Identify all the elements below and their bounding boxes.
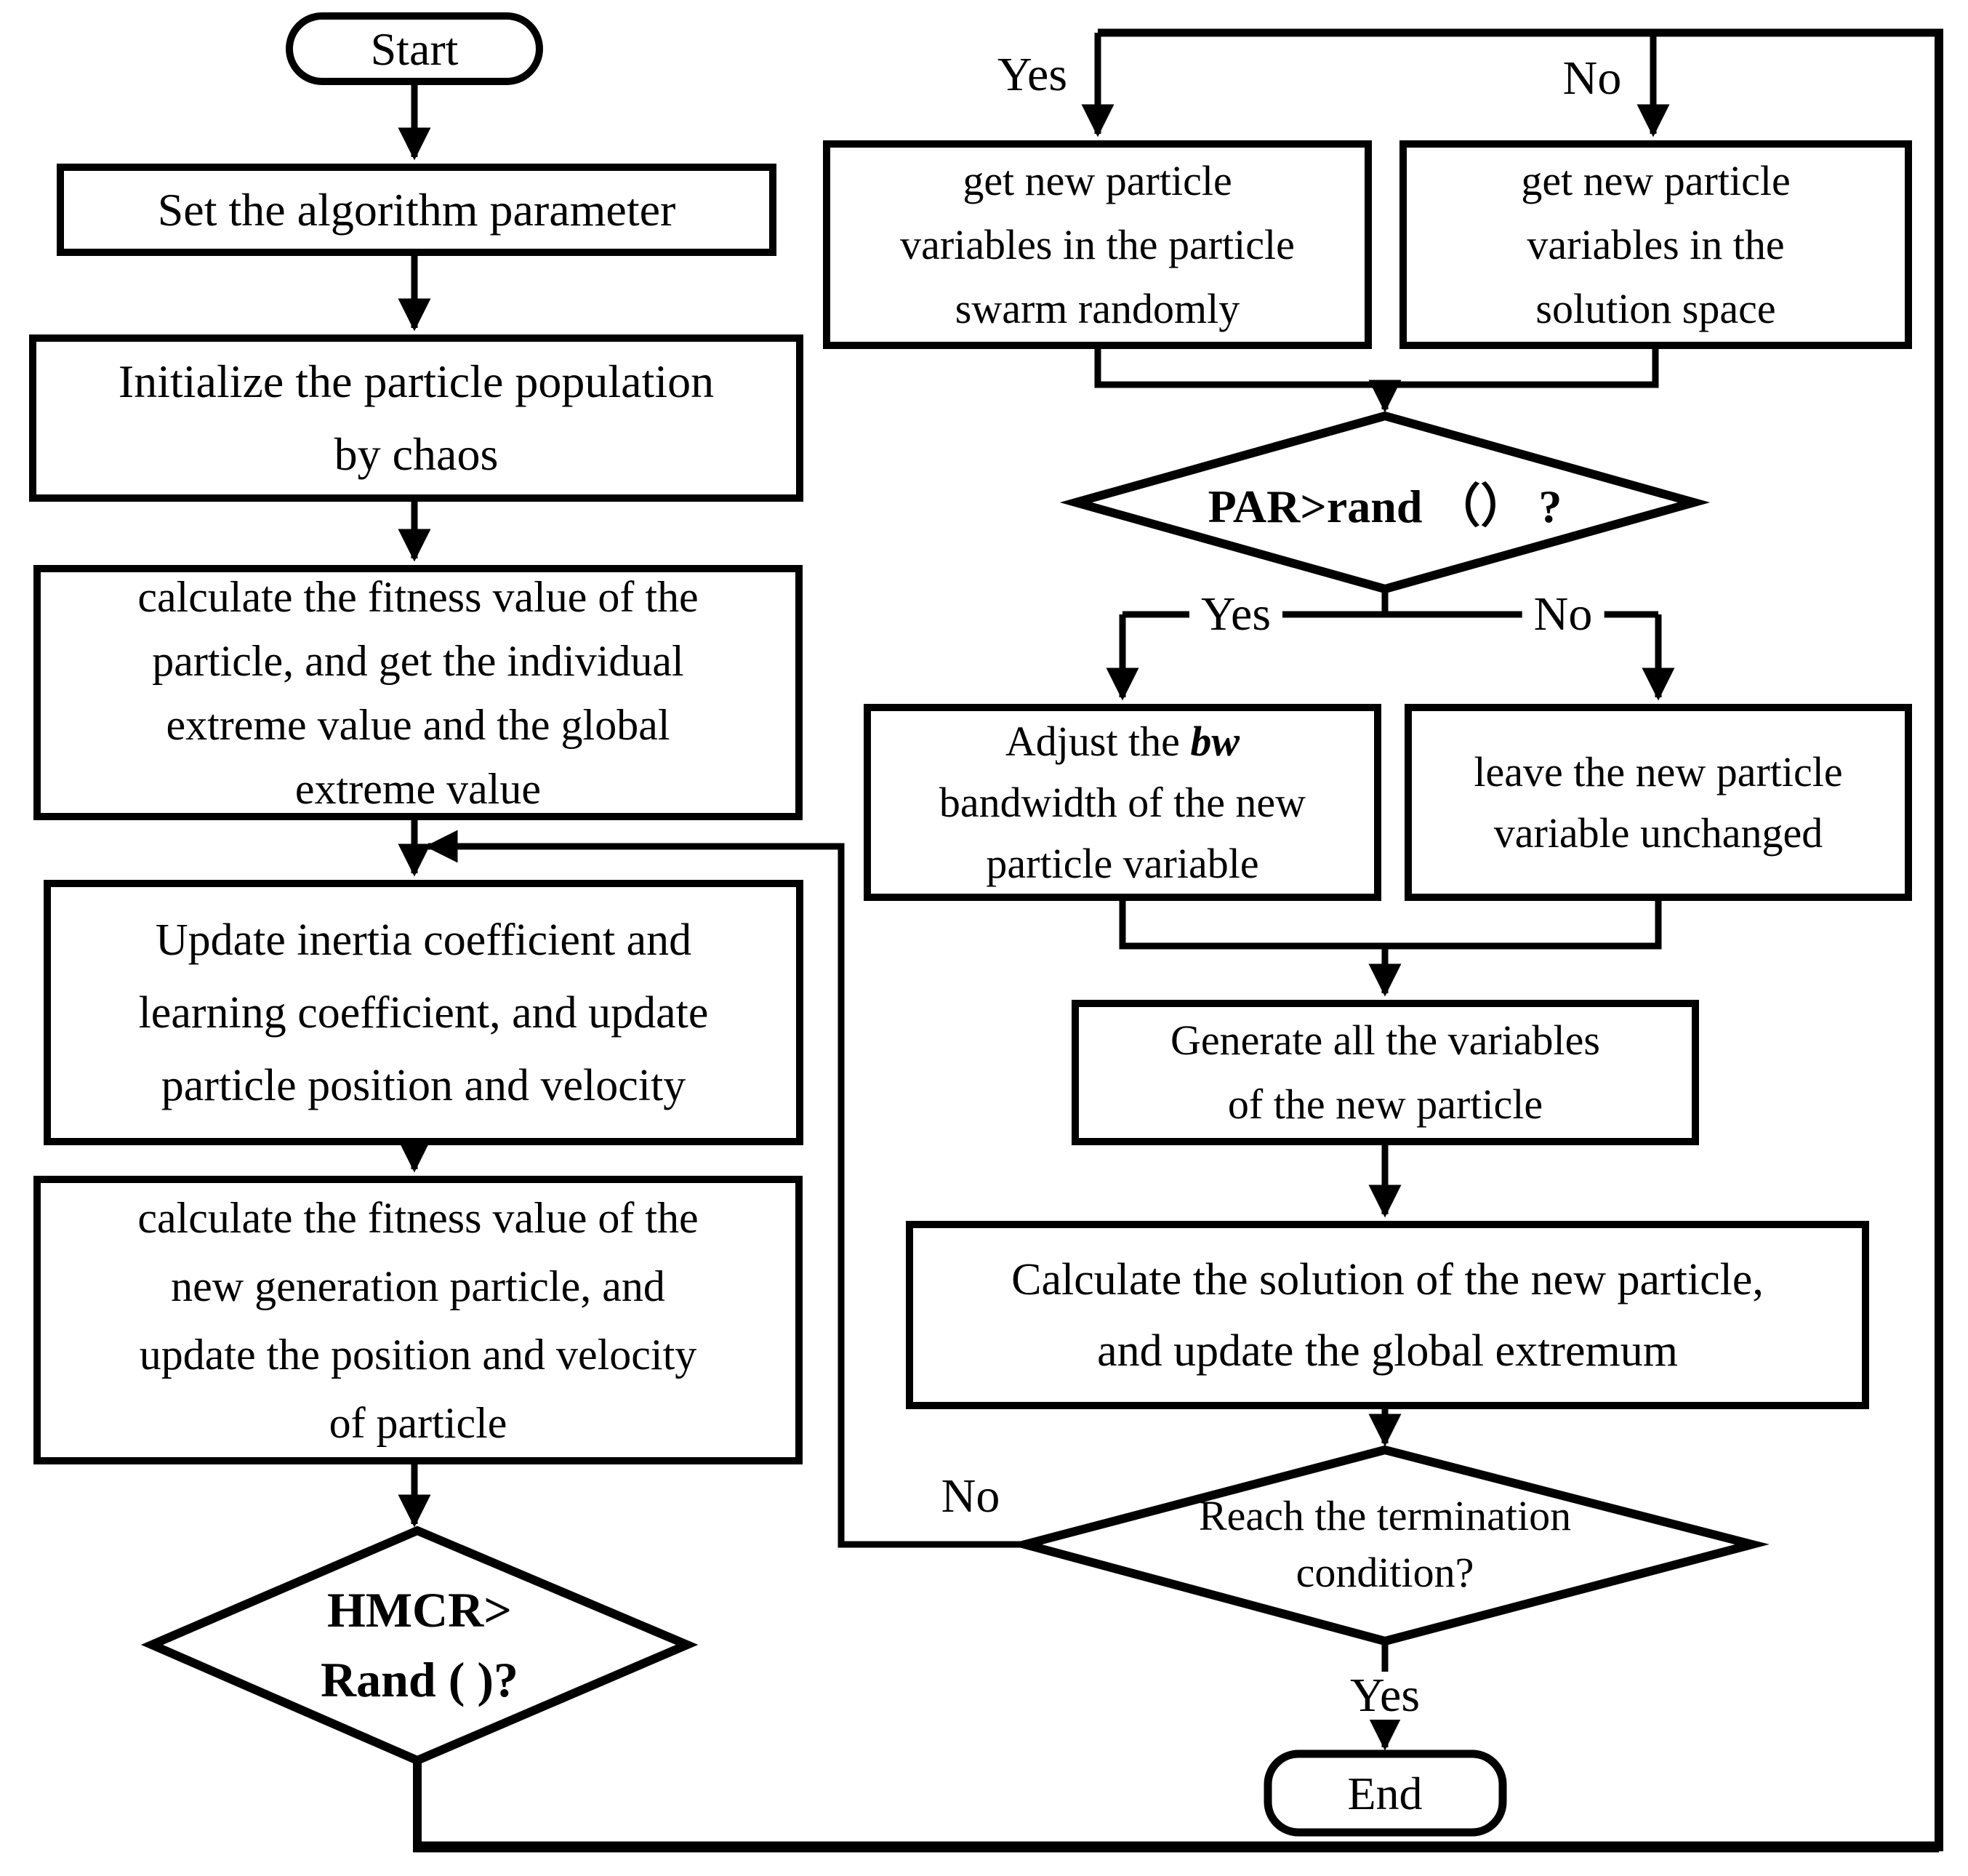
merge-topboxes-line [1094,349,1659,388]
process-generate-all-variables: Generate all the variables of the new pa… [1072,1000,1699,1145]
termination-yes-label: Yes [1338,1672,1432,1720]
process-leave-variable-unchanged: leave the new particle variable unchange… [1405,704,1912,901]
par-diamond [1059,411,1711,594]
hmcr-no-label: No [1562,52,1622,105]
termination-diamond [1008,1445,1770,1646]
bw-emphasis: bw [1190,717,1240,765]
process-calculate-fitness-new-generation: calculate the fitness value of the new g… [33,1176,803,1464]
hmcr-diamond [140,1526,699,1765]
par-yes-label: Yes [1189,590,1283,638]
arrow-termination-no-feedback [425,830,1025,1548]
process-calculate-fitness: calculate the fitness value of the parti… [33,565,803,820]
par-no-label: No [1522,590,1604,638]
process-initialize-population: Initialize the particle population by ch… [29,334,803,502]
par-decision-label: PAR>rand （） ? [1208,481,1562,532]
hmcr-decision-label: HMCR> Rand ( )? [320,1582,519,1707]
end-oval [1264,1749,1507,1837]
start-label: Start [370,23,459,75]
termination-decision-label: Reach the termination condition? [1198,1492,1572,1596]
process-get-variables-from-swarm: get new particle variables in the partic… [823,140,1372,349]
termination-no-label: No [941,1470,1000,1523]
process-calculate-solution-update-extremum: Calculate the solution of the new partic… [906,1221,1869,1409]
merge-adjustleave-line [1119,901,1662,950]
process-adjust-bw-bandwidth: Adjust the bw bandwidth of the new parti… [864,704,1381,901]
start-oval [286,12,543,85]
end-label: End [1347,1768,1423,1819]
process-set-algorithm-parameter: Set the algorithm parameter [57,164,776,256]
process-get-variables-from-solution-space: get new particle variables in the soluti… [1399,140,1912,349]
process-update-coefficients: Update inertia coefficient and learning … [44,880,803,1145]
hmcr-yes-label: Yes [997,48,1068,101]
